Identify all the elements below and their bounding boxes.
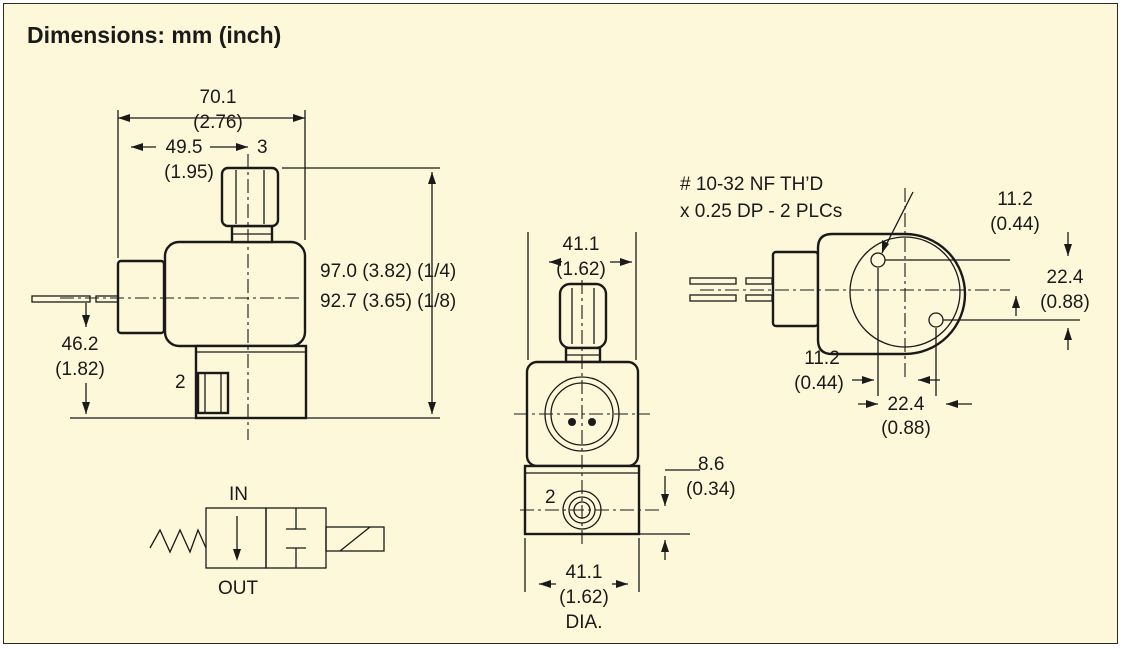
dim-hole-vertical-spacing-inch: (0.88) xyxy=(1040,292,1090,313)
dim-hole-horizontal-spacing: 22.4 xyxy=(888,394,925,415)
side-connector xyxy=(116,259,166,335)
dim-overall-width: 70.1 xyxy=(200,87,237,108)
thread-note-line-2: x 0.25 DP - 2 PLCs xyxy=(680,201,842,222)
dim-hole-horizontal-spacing-inch: (0.88) xyxy=(881,418,931,439)
port-label-2-side: 2 xyxy=(175,372,186,393)
dim-front-bottom-width-inch: (1.62) xyxy=(559,587,609,608)
thread-note-line-1: # 10-32 NF TH’D xyxy=(680,174,823,195)
schematic-flow-box xyxy=(205,507,267,569)
schematic-in-label: IN xyxy=(229,484,248,505)
port-label-3: 3 xyxy=(257,137,268,158)
dim-hole-left-offset-inch: (0.44) xyxy=(794,373,844,394)
side-top-fitting xyxy=(220,166,280,228)
page-title: Dimensions: mm (inch) xyxy=(27,22,282,48)
top-connector xyxy=(771,250,820,328)
dim-front-dia-note: DIA. xyxy=(566,612,603,633)
spring-symbol xyxy=(149,528,207,554)
dim-bottom-offset: 46.2 xyxy=(62,334,99,355)
top-coil-housing xyxy=(816,232,967,356)
side-port-fitting xyxy=(196,371,230,415)
dim-front-bottom-width: 41.1 xyxy=(566,562,603,583)
dim-front-top-width-inch: (1.62) xyxy=(556,259,606,280)
dim-port-height-inch: (0.34) xyxy=(686,479,736,500)
dim-hole-right-offset-inch: (0.44) xyxy=(990,214,1040,235)
port-label-2-front: 2 xyxy=(545,487,556,508)
solenoid-symbol xyxy=(325,526,385,552)
dim-hole-right-offset: 11.2 xyxy=(997,189,1033,210)
dim-port-height: 8.6 xyxy=(698,454,724,475)
dim-center-offset-inch: (1.95) xyxy=(164,162,214,183)
front-top-fitting xyxy=(558,282,608,350)
dim-overall-width-inch: (2.76) xyxy=(193,112,243,133)
dim-center-offset: 49.5 xyxy=(166,137,203,158)
dim-bottom-offset-inch: (1.82) xyxy=(55,359,105,380)
valve-schematic: IN OUT xyxy=(149,484,385,599)
dim-height-1: 97.0 (3.82) (1/4) xyxy=(320,261,456,282)
dim-front-top-width: 41.1 xyxy=(563,234,600,255)
dim-hole-left-offset: 11.2 xyxy=(804,348,840,369)
schematic-out-label: OUT xyxy=(218,578,259,599)
front-view: 2 41.1 (1.62) 8.6 (0.34) 41.1 (1.62) DIA… xyxy=(514,232,736,633)
top-view: # 10-32 NF TH’D x 0.25 DP - 2 PLCs 11.2 … xyxy=(680,174,1090,439)
dim-height-2: 92.7 (3.65) (1/8) xyxy=(320,291,456,312)
side-view: 70.1 (2.76) 49.5 (1.95) 3 97.0 (3.82) (1… xyxy=(31,87,456,440)
side-coil-housing xyxy=(163,240,307,348)
side-wire-leads xyxy=(31,295,121,303)
dim-hole-vertical-spacing: 22.4 xyxy=(1047,267,1084,288)
